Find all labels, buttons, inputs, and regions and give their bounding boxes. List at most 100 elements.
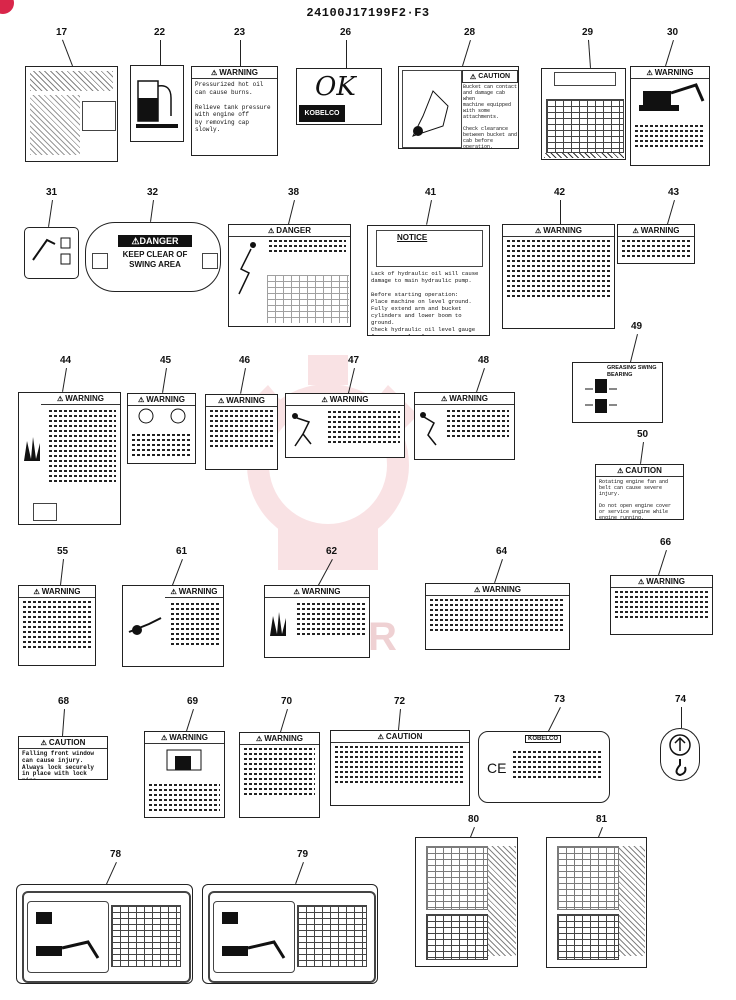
leader-line-38 <box>288 200 295 225</box>
decal-26-script: OK <box>315 72 356 102</box>
decal-55: ⚠WARNING <box>18 585 96 666</box>
crush-hand-icon <box>24 437 40 461</box>
ce-mark-icon: CE <box>487 760 507 776</box>
lifting-hook-icon <box>669 734 691 777</box>
decal-26-ok: OK KOBELCO <box>296 68 382 125</box>
decal-55-title: WARNING <box>41 587 81 596</box>
leader-line-22 <box>160 40 161 65</box>
decal-66-header: ⚠WARNING <box>611 576 712 588</box>
leader-line-48 <box>476 368 485 393</box>
decal-70-title: WARNING <box>264 734 303 743</box>
decal-32-title: DANGER <box>139 236 179 246</box>
excavator-control-icon <box>222 912 286 959</box>
decal-28-text: ⚠CAUTION Bucket can contact and damage c… <box>462 70 518 148</box>
part-number-64: 64 <box>496 546 508 557</box>
part-number-78: 78 <box>110 849 122 860</box>
part-number-44: 44 <box>60 355 72 366</box>
part-number-48: 48 <box>478 355 490 366</box>
decal-68-title: CAUTION <box>48 738 86 747</box>
decal-17-text-block-2 <box>30 95 80 155</box>
decal-28-title: CAUTION <box>478 73 511 80</box>
decal-43-header: ⚠WARNING <box>618 225 694 237</box>
decal-38: ⚠DANGER <box>228 224 351 327</box>
decal-72: ⚠CAUTION <box>330 730 470 806</box>
decal-61-title: WARNING <box>178 587 218 596</box>
decal-62: ⚠WARNING <box>264 585 370 658</box>
leader-line-17 <box>62 39 73 66</box>
decal-44: ⚠WARNING <box>18 392 121 525</box>
leader-line-45 <box>162 368 167 394</box>
lever-lock-icon <box>32 237 71 265</box>
part-number-62: 62 <box>326 546 338 557</box>
decal-50-body: Rotating engine fan and belt can cause s… <box>599 479 672 520</box>
decal-78-diagram <box>27 901 109 973</box>
decal-46-header: ⚠WARNING <box>206 395 277 407</box>
warning-icon: ⚠ <box>441 395 448 403</box>
part-number-50: 50 <box>637 429 649 440</box>
decal-72-title: CAUTION <box>385 732 423 741</box>
decal-47: ⚠WARNING <box>285 393 405 458</box>
leader-line-26 <box>346 40 347 68</box>
decal-79-diagram <box>213 901 295 973</box>
decal-17-diagram <box>82 101 116 131</box>
part-number-38: 38 <box>288 187 300 198</box>
warning-icon: ⚠ <box>646 69 653 77</box>
decal-32-right-symbol <box>202 253 218 269</box>
excavator-icon <box>639 83 705 111</box>
decal-74 <box>660 728 700 781</box>
warning-icon: ⚠ <box>474 586 481 594</box>
decal-42-header: ⚠WARNING <box>503 225 614 237</box>
decal-62-header: ⚠WARNING <box>265 586 369 598</box>
warning-icon: ⚠ <box>33 588 40 596</box>
decal-66: ⚠WARNING <box>610 575 713 635</box>
caution-icon: ⚠ <box>469 73 477 81</box>
decal-29-title-box <box>554 72 616 86</box>
leader-line-80 <box>470 827 475 838</box>
decal-48-header: ⚠WARNING <box>415 393 514 405</box>
leader-line-69 <box>186 709 194 732</box>
decal-23-title: WARNING <box>219 68 258 77</box>
caution-icon: ⚠ <box>617 467 624 475</box>
leader-line-28 <box>462 40 471 67</box>
decal-81-text <box>619 846 645 956</box>
decal-28-picture <box>402 70 462 148</box>
part-number-74: 74 <box>675 694 687 705</box>
decal-26-brand: KOBELCO <box>299 105 345 122</box>
decal-69-title: WARNING <box>169 733 208 742</box>
fan-belt-icon <box>138 408 186 424</box>
decal-80-table <box>426 914 488 960</box>
decal-79-grid <box>297 905 367 967</box>
decal-41: NOTICE Lack of hydraulic oil will cause … <box>367 225 490 336</box>
part-number-66: 66 <box>660 537 672 548</box>
electrocution-icon <box>238 242 256 295</box>
part-number-17: 17 <box>56 27 68 38</box>
decal-55-header: ⚠WARNING <box>19 586 95 598</box>
decal-43: ⚠WARNING <box>617 224 695 264</box>
part-number-68: 68 <box>58 696 70 707</box>
decal-68-body: Falling front window can cause injury. A… <box>22 750 95 779</box>
warning-icon: ⚠ <box>293 588 300 596</box>
decal-48-title: WARNING <box>449 394 488 403</box>
leader-line-68 <box>62 709 65 737</box>
decal-81-load-chart <box>546 837 647 968</box>
leader-line-42 <box>560 200 561 224</box>
leader-line-50 <box>640 442 644 465</box>
decal-41-title: NOTICE <box>397 233 428 242</box>
decal-80-load-chart <box>415 837 518 967</box>
part-number-28: 28 <box>464 27 476 38</box>
decal-17-text-block <box>30 71 113 91</box>
decal-66-title: WARNING <box>646 577 685 586</box>
decal-70-header: ⚠WARNING <box>240 733 319 745</box>
leader-line-64 <box>494 559 503 584</box>
decal-50: ⚠CAUTION Rotating engine fan and belt ca… <box>595 464 684 520</box>
crush-hand-icon <box>270 612 286 636</box>
warning-icon: ⚠ <box>57 395 64 403</box>
leader-line-78 <box>106 862 117 885</box>
decal-29-strip <box>544 153 624 158</box>
decal-69: ⚠WARNING <box>144 731 225 818</box>
decal-23: ⚠WARNING Pressurized hot oil can cause b… <box>191 66 278 156</box>
decal-79-control-pattern <box>202 884 378 984</box>
decal-81-graph <box>557 846 619 910</box>
part-number-31: 31 <box>46 187 58 198</box>
part-number-79: 79 <box>297 849 309 860</box>
